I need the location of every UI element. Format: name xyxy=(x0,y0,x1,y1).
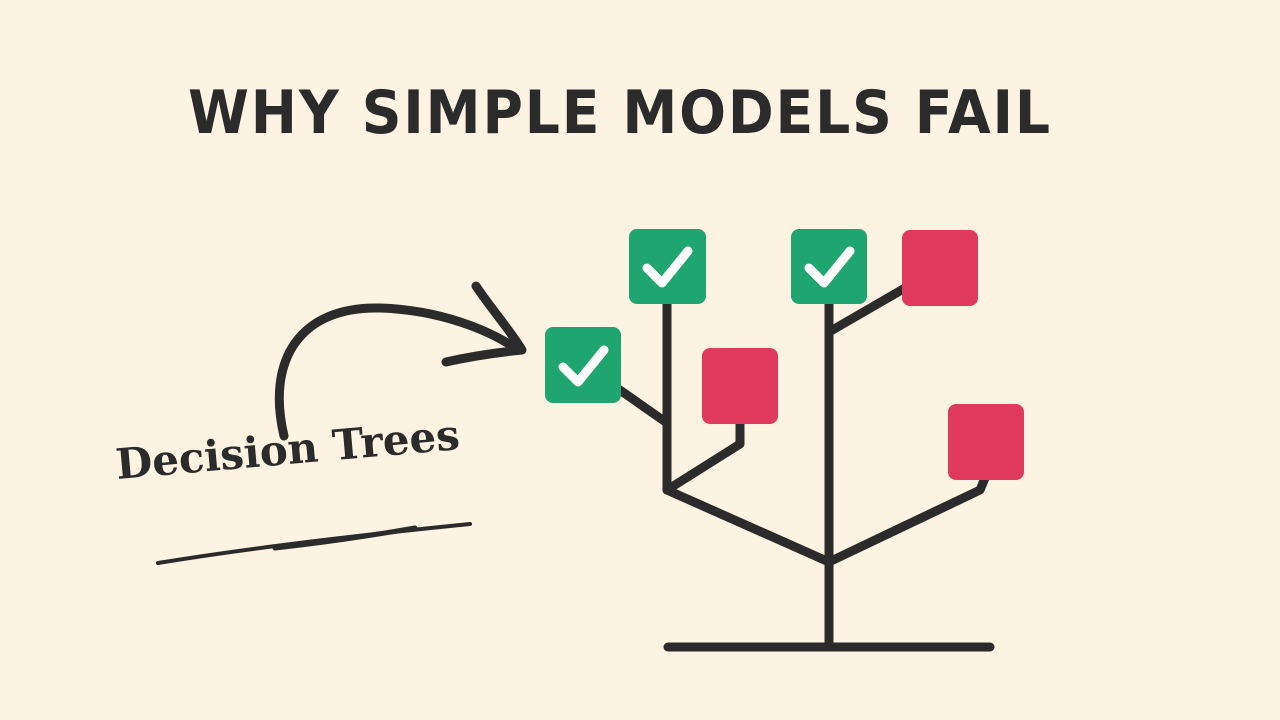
branch-right-upper xyxy=(824,283,910,337)
arrow-shaft xyxy=(274,303,523,441)
leaf-fail-2 xyxy=(902,230,978,306)
check-icon xyxy=(642,246,693,288)
arrow-head xyxy=(441,281,527,367)
check-icon xyxy=(558,345,609,387)
leaf-pass-3 xyxy=(791,229,867,304)
page-title: WHY SIMPLE MODELS FAIL xyxy=(188,78,1052,148)
label-underline xyxy=(156,522,472,565)
branch-left-leaf xyxy=(612,383,672,428)
leaf-fail-1 xyxy=(702,348,778,424)
leaf-pass-2 xyxy=(629,229,706,304)
check-icon xyxy=(804,246,855,288)
branch-left xyxy=(662,485,834,567)
branch-left-right-leaf xyxy=(662,415,745,495)
branch-right-lower xyxy=(824,473,990,567)
curved-arrow xyxy=(274,281,527,441)
leaf-pass-1 xyxy=(545,327,621,403)
leaf-fail-3 xyxy=(948,404,1024,480)
tree-branches xyxy=(612,283,995,652)
